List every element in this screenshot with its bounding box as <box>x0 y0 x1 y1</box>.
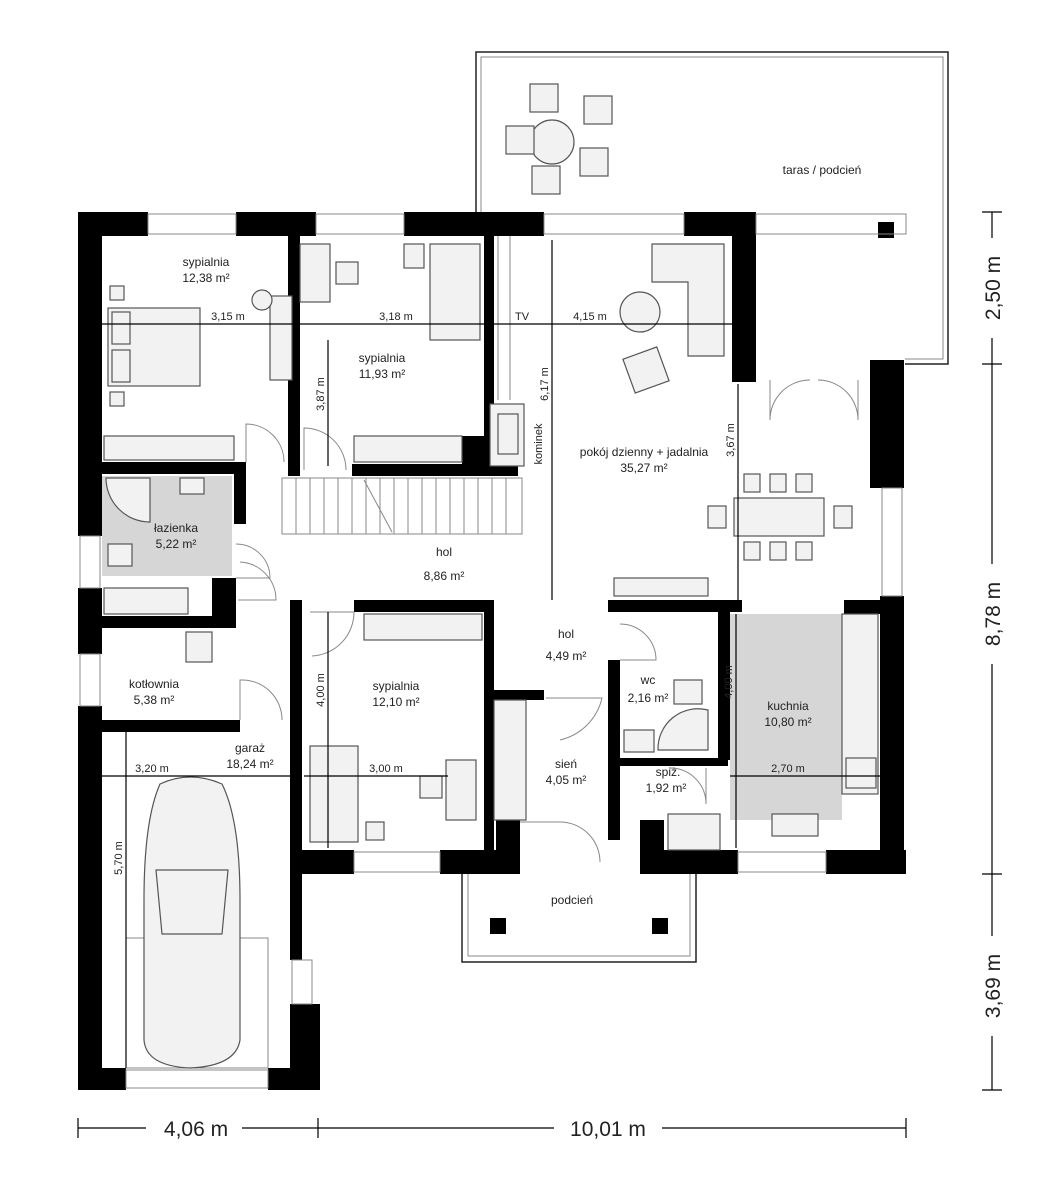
dim-320: 3,20 m <box>135 763 169 775</box>
tv-label: TV <box>515 311 530 323</box>
room-hol-1-name: hol <box>436 545 452 559</box>
room-kotlownia-name: kotłownia <box>129 677 179 691</box>
dim-387: 3,87 m <box>315 377 327 411</box>
dim-400a: 4,00 m <box>315 673 327 707</box>
inner-dimension-labels: 3,15 m 3,18 m 4,15 m 3,87 m 6,17 m 3,67 … <box>113 311 805 875</box>
inner-dimension-lines <box>102 240 880 1068</box>
room-hol-2-area: 4,49 m² <box>546 649 587 663</box>
kominek-label: kominek <box>533 423 545 464</box>
walls <box>78 212 906 1090</box>
porch-outline <box>461 865 697 963</box>
room-podcien-name: podcień <box>551 893 593 907</box>
room-sypialnia-2-area: 11,93 m² <box>359 367 405 381</box>
room-kotlownia-area: 5,38 m² <box>134 693 175 707</box>
outer-dimension-labels: 4,06 m 10,01 m 2,50 m 8,78 m 3,69 m <box>146 238 1008 1142</box>
room-sypialnia-1-name: sypialnia <box>183 255 230 269</box>
room-lazienka-area: 5,22 m² <box>156 537 197 551</box>
dim-270: 2,70 m <box>771 763 805 775</box>
dim-318: 3,18 m <box>379 311 413 323</box>
dim-300: 3,00 m <box>369 763 403 775</box>
room-lazienka-name: łazienka <box>154 521 198 535</box>
room-garaz-area: 18,24 m² <box>226 757 273 771</box>
dim-bottom-right: 10,01 m <box>570 1118 646 1141</box>
room-sypialnia-3-name: sypialnia <box>373 679 420 693</box>
doors <box>235 379 859 863</box>
dim-367: 3,67 m <box>725 423 737 457</box>
room-pokoj-area: 35,27 m² <box>620 461 667 475</box>
kitchen-floor <box>730 614 842 820</box>
dim-bottom-left: 4,06 m <box>164 1118 228 1141</box>
room-spiz-name: spiż. <box>656 765 681 779</box>
room-spiz-area: 1,92 m² <box>646 781 687 795</box>
room-hol-2-name: hol <box>558 627 574 641</box>
room-taras-name: taras / podcień <box>783 163 862 177</box>
stairs <box>281 477 523 535</box>
room-sypialnia-2-name: sypialnia <box>359 351 406 365</box>
room-hol-1-area: 8,86 m² <box>424 569 465 583</box>
room-kuchnia-name: kuchnia <box>767 699 809 713</box>
room-sypialnia-1-area: 12,38 m² <box>182 271 229 285</box>
dim-415: 4,15 m <box>573 311 607 323</box>
room-pokoj-name: pokój dzienny + jadalnia <box>580 445 709 459</box>
dim-617: 6,17 m <box>539 367 551 401</box>
dim-570: 5,70 m <box>113 841 125 875</box>
dim-right-top: 2,50 m <box>982 256 1005 320</box>
room-labels: sypialnia 12,38 m² sypialnia 11,93 m² ła… <box>129 163 861 907</box>
room-garaz-name: garaż <box>235 741 265 755</box>
dim-400b: 4,00 m <box>723 665 735 699</box>
room-sien-name: sień <box>555 757 577 771</box>
room-wc-area: 2,16 m² <box>628 691 669 705</box>
room-sien-area: 4,05 m² <box>546 773 587 787</box>
dim-right-mid: 8,78 m <box>982 582 1005 646</box>
room-wc-name: wc <box>640 673 656 687</box>
windows <box>79 213 907 1089</box>
dim-315: 3,15 m <box>211 311 245 323</box>
dim-right-bottom: 3,69 m <box>982 954 1005 1018</box>
room-kuchnia-area: 10,80 m² <box>764 715 811 729</box>
room-sypialnia-3-area: 12,10 m² <box>372 695 419 709</box>
